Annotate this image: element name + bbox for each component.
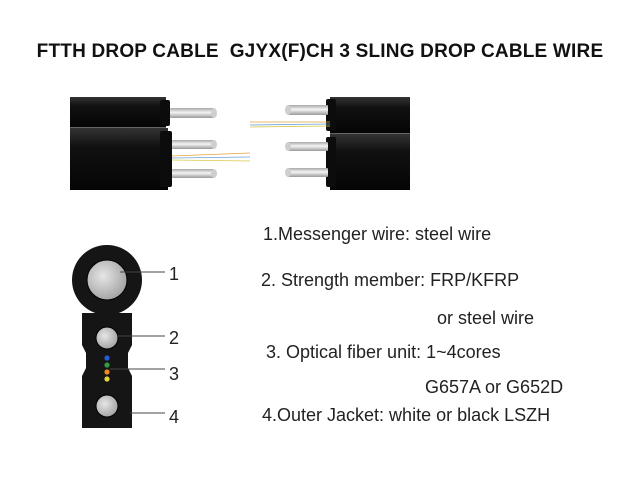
desc-optical-fiber-cont: G657A or G652D xyxy=(425,377,564,397)
desc-outer-jacket: 4.Outer Jacket: white or black LSZH xyxy=(262,405,551,425)
fiber-blue xyxy=(104,355,110,361)
cable-side-view-left xyxy=(70,97,251,190)
desc-messenger-wire: 1.Messenger wire: steel wire xyxy=(263,224,492,244)
strength-member-top-right xyxy=(288,142,328,151)
desc-strength-member: 2. Strength member: FRP/KFRP xyxy=(261,270,520,290)
cable-cross-section xyxy=(72,245,142,428)
strength-member-top-section xyxy=(95,326,119,350)
fiber-yellow xyxy=(104,376,110,382)
messenger-wire-left xyxy=(170,108,214,118)
strength-member-bottom-right xyxy=(288,168,328,177)
messenger-wire-section xyxy=(86,259,128,301)
callout-2: 2 xyxy=(169,328,180,348)
fiber-orange xyxy=(104,369,110,375)
fiber-left xyxy=(171,152,251,157)
callout-4: 4 xyxy=(169,407,180,427)
strength-member-bottom-section xyxy=(95,394,119,418)
strength-member-top-left xyxy=(172,140,214,149)
fiber-green xyxy=(104,362,110,368)
desc-strength-member-cont: or steel wire xyxy=(437,308,535,328)
cable-side-view-right xyxy=(249,97,410,190)
desc-optical-fiber-unit: 3. Optical fiber unit: 1~4cores xyxy=(266,342,501,362)
callout-1: 1 xyxy=(169,264,180,284)
messenger-jacket-right xyxy=(330,97,410,133)
strength-member-bottom-left xyxy=(172,169,214,178)
page-title: FTTH DROP CABLE GJYX(F)CH 3 SLING DROP C… xyxy=(36,41,604,62)
messenger-wire-right xyxy=(288,105,328,115)
messenger-jacket-left xyxy=(70,97,166,127)
cable-body-right xyxy=(330,134,410,190)
cable-body-left xyxy=(70,128,168,190)
callout-3: 3 xyxy=(169,364,180,384)
